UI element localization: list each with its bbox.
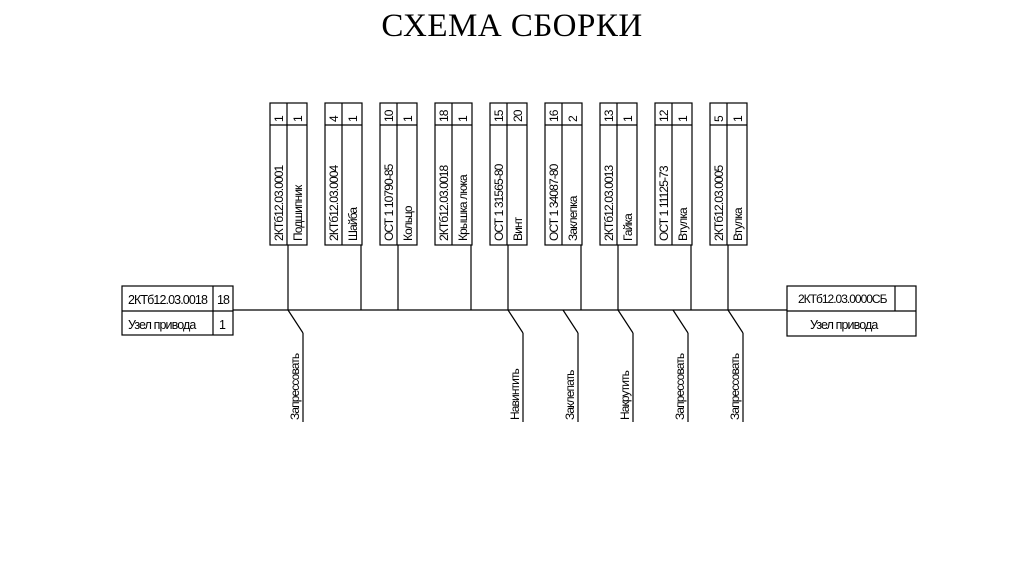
component-qty: 1 — [676, 115, 690, 122]
base-block-qty: 18 — [217, 293, 230, 307]
component-pos: 1 — [272, 115, 286, 122]
component-qty: 20 — [511, 109, 525, 122]
component-pos: 16 — [547, 109, 561, 122]
operation-label: Запрессовать — [728, 353, 742, 420]
component-pos: 12 — [657, 109, 671, 122]
component-pos: 4 — [327, 115, 341, 122]
component-qty: 2 — [566, 115, 580, 122]
component-pos: 18 — [437, 109, 451, 122]
operation-label: Навинтить — [508, 368, 522, 420]
component-name: Заклепка — [566, 195, 580, 241]
component-name: Кольцо — [401, 205, 415, 241]
component-pos: 10 — [382, 109, 396, 122]
component-qty: 1 — [621, 115, 635, 122]
component-pos: 13 — [602, 109, 616, 122]
operation-marker: Накрутить — [617, 309, 634, 422]
component-code: ОСТ 1 10790-85 — [382, 163, 396, 241]
base-block-code: 2КТб12.03.0018 — [128, 293, 208, 307]
component-qty: 1 — [346, 115, 360, 122]
component-qty: 1 — [401, 115, 415, 122]
component-qty: 1 — [456, 115, 470, 122]
result-block-code: 2КТб12.03.0000СБ — [798, 292, 888, 306]
operation-marker: Заклепать — [562, 309, 579, 422]
component-qty: 1 — [291, 115, 305, 122]
base-block-name: Узел привода — [128, 318, 196, 332]
component-code: 2КТб12.03.0013 — [602, 164, 616, 241]
operation-label: Накрутить — [618, 370, 632, 420]
component-code: ОСТ 1 34087-80 — [547, 163, 561, 241]
operation-marker: Запрессовать — [672, 309, 689, 422]
component-name: Гайка — [621, 213, 635, 241]
operation-marker: Запрессовать — [287, 309, 304, 422]
component-name: Винт — [511, 216, 525, 241]
component-code: ОСТ 1 31565-80 — [492, 163, 506, 241]
component-name: Втулка — [731, 207, 745, 241]
operation-label: Запрессовать — [288, 353, 302, 420]
component-code: 2КТб12.03.0001 — [272, 164, 286, 241]
operation-marker: Навинтить — [507, 309, 524, 422]
component-card: 18 1 2КТб12.03.0018 Крышка люка — [434, 102, 473, 310]
operation-label: Заклепать — [563, 370, 577, 420]
component-code: 2КТб12.03.0018 — [437, 164, 451, 241]
component-code: 2КТб12.03.0005 — [712, 164, 726, 241]
result-block-name: Узел привода — [810, 318, 878, 332]
page-title: СХЕМА СБОРКИ — [381, 8, 643, 44]
operation-label: Запрессовать — [673, 353, 687, 420]
component-code: ОСТ 1 11125-73 — [657, 165, 671, 241]
component-pos: 5 — [712, 115, 726, 122]
component-pos: 15 — [492, 109, 506, 122]
component-qty: 1 — [731, 115, 745, 122]
component-code: 2КТб12.03.0004 — [327, 164, 341, 241]
component-name: Крышка люка — [456, 174, 470, 241]
component-name: Подшипник — [291, 184, 305, 241]
operation-marker: Запрессовать — [727, 309, 744, 422]
base-block-count: 1 — [219, 318, 226, 332]
component-name: Втулка — [676, 207, 690, 241]
component-name: Шайба — [346, 207, 360, 241]
